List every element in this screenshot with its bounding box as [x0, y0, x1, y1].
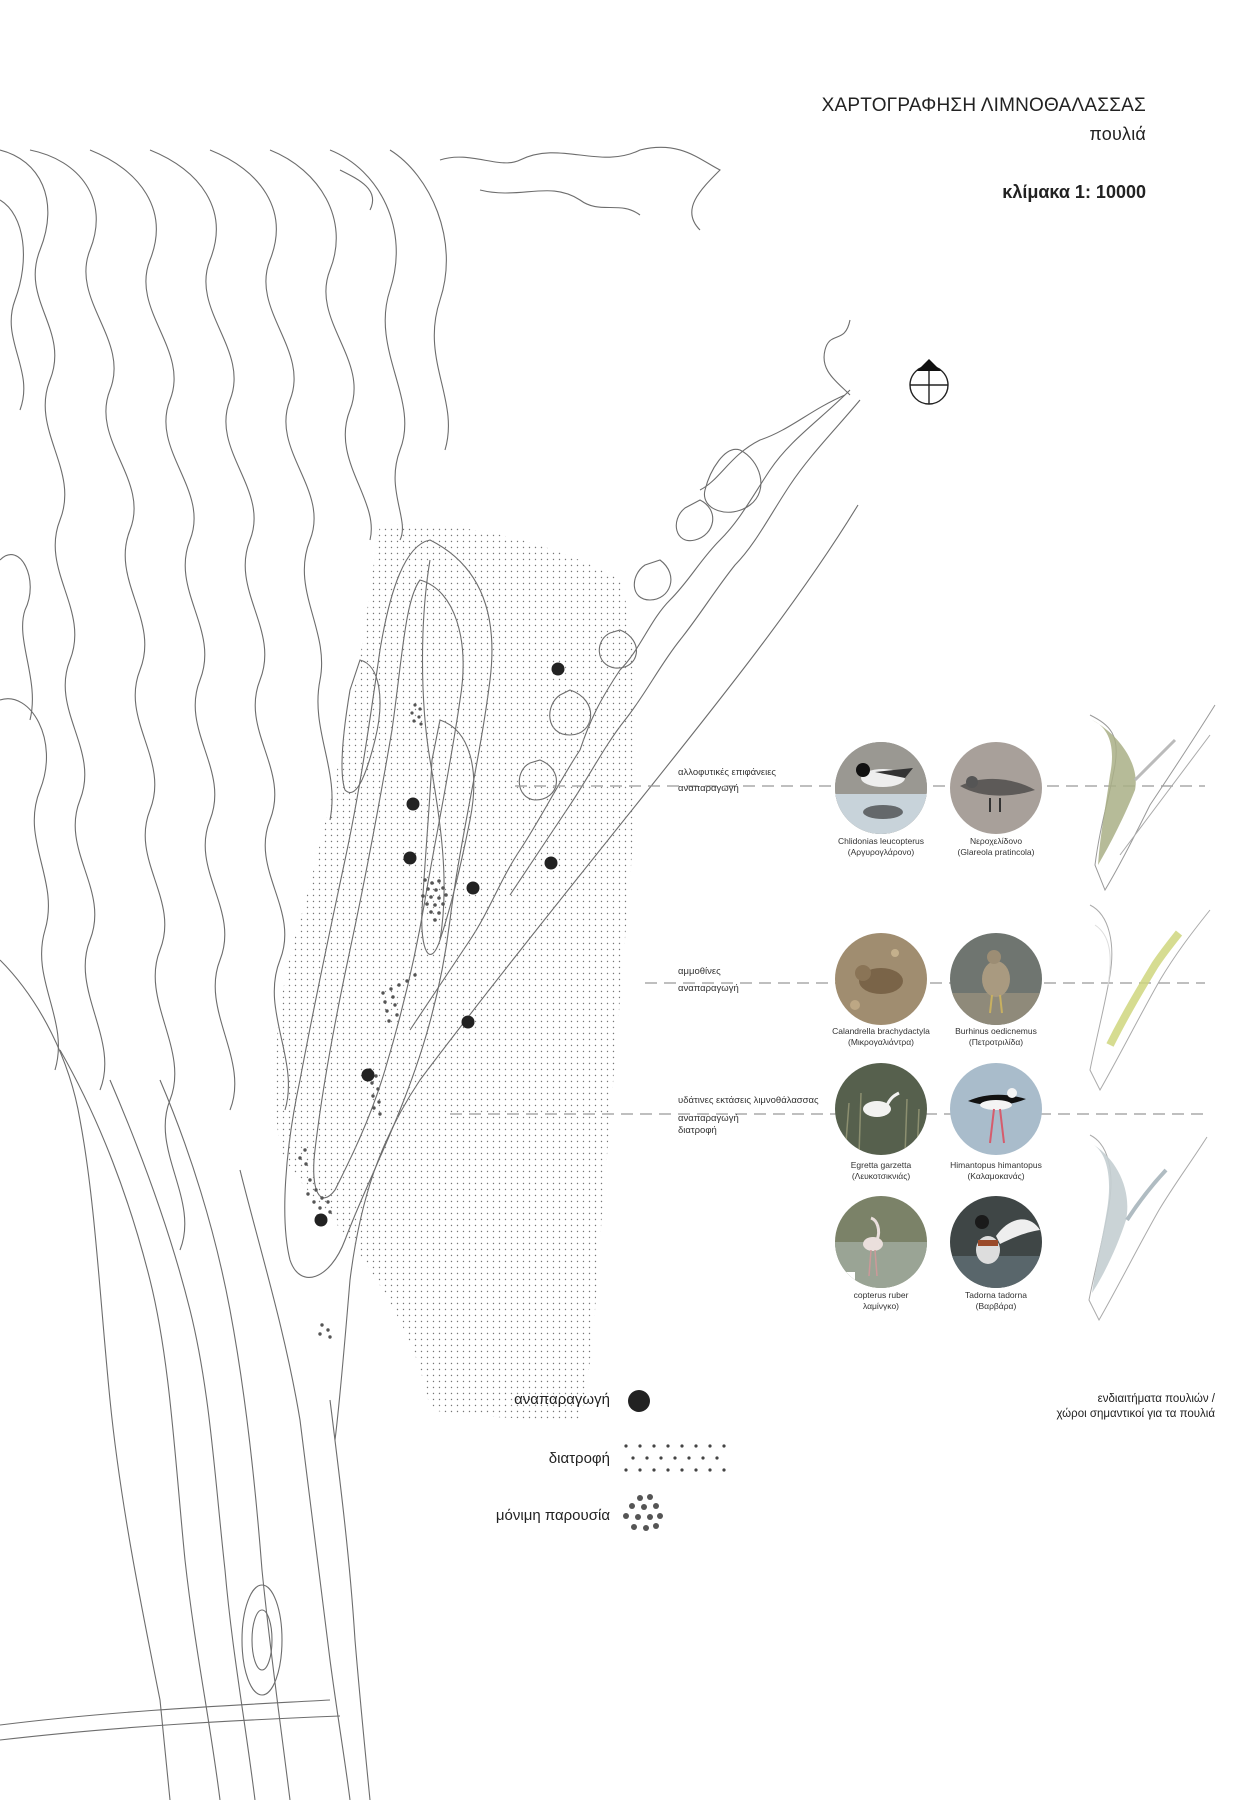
permanent-presence-clusters [298, 703, 448, 1339]
legend-symbol-breeding [628, 1390, 650, 1412]
map-title-block: ΧΑΡΤΟΓΡΑΦΗΣΗ ΛΙΜΝΟΘΑΛΑΣΣΑΣ πουλιά [822, 92, 1146, 148]
north-arrow-icon [909, 359, 949, 405]
bird-caption-5: Egretta garzetta(Λευκοτσικνιάς) [850, 1160, 912, 1181]
bird-caption-3: Calandrella brachydactyla(Μικρογαλιάντρα… [832, 1026, 930, 1047]
feeding-zone [275, 524, 637, 1420]
bird-caption-8: Tadorna tadorna(Βαρβάρα) [965, 1290, 1027, 1311]
bird-caption-1: Chlidonias leucopterus(Αργυρογλάρονο) [838, 836, 924, 857]
breeding-points [314, 662, 565, 1227]
habitat-minimap-vegetation [1089, 704, 1216, 892]
habitat-label-1: αλλοφυτικές επιφάνειες αναπαραγωγή [678, 767, 777, 794]
habitat-minimap-waters [1088, 1134, 1208, 1322]
bird-photo-chlidonias [835, 742, 927, 834]
bird-photo-egretta [835, 1063, 927, 1155]
map-title: ΧΑΡΤΟΓΡΑΦΗΣΗ ΛΙΜΝΟΘΑΛΑΣΣΑΣ [821, 95, 1146, 116]
map-subtitle: πουλιά [1089, 124, 1146, 144]
bird-photo-glareola [950, 742, 1042, 834]
legend-symbol-permanent [623, 1494, 663, 1531]
bird-caption-4: Burhinus oedicnemus(Πετροτριλίδα) [955, 1026, 1037, 1047]
legend-symbol-feeding [624, 1444, 726, 1472]
bird-photo-burhinus [950, 933, 1042, 1025]
habitat-note: ενδιαιτήματα πουλιών / χώροι σημαντικοί … [1056, 1393, 1215, 1420]
map-scale: κλίμακα 1: 10000 [1002, 182, 1146, 202]
bird-photo-phoenicopterus [835, 1196, 927, 1288]
bird-photo-himantopus [950, 1063, 1042, 1155]
habitat-label-3: υδάτινες εκτάσεις λιμνοθάλασσας αναπαραγ… [678, 1095, 819, 1136]
legend-label-permanent: μόνιμη παρουσία [495, 1507, 610, 1524]
legend-label-feeding: διατροφή [548, 1450, 610, 1467]
habitat-minimap-dunes [1089, 904, 1211, 1092]
bird-caption-2: Νεροχελίδονο(Glareola pratincola) [957, 836, 1035, 857]
habitat-label-2: αμμοθίνες αναπαραγωγή [678, 966, 739, 994]
bird-caption-6: Himantopus himantopus(Καλαμοκανάς) [950, 1160, 1042, 1181]
bird-photo-tadorna [950, 1196, 1042, 1288]
legend-label-breeding: αναπαραγωγή [514, 1391, 610, 1408]
bird-photo-calandrella [835, 933, 927, 1025]
